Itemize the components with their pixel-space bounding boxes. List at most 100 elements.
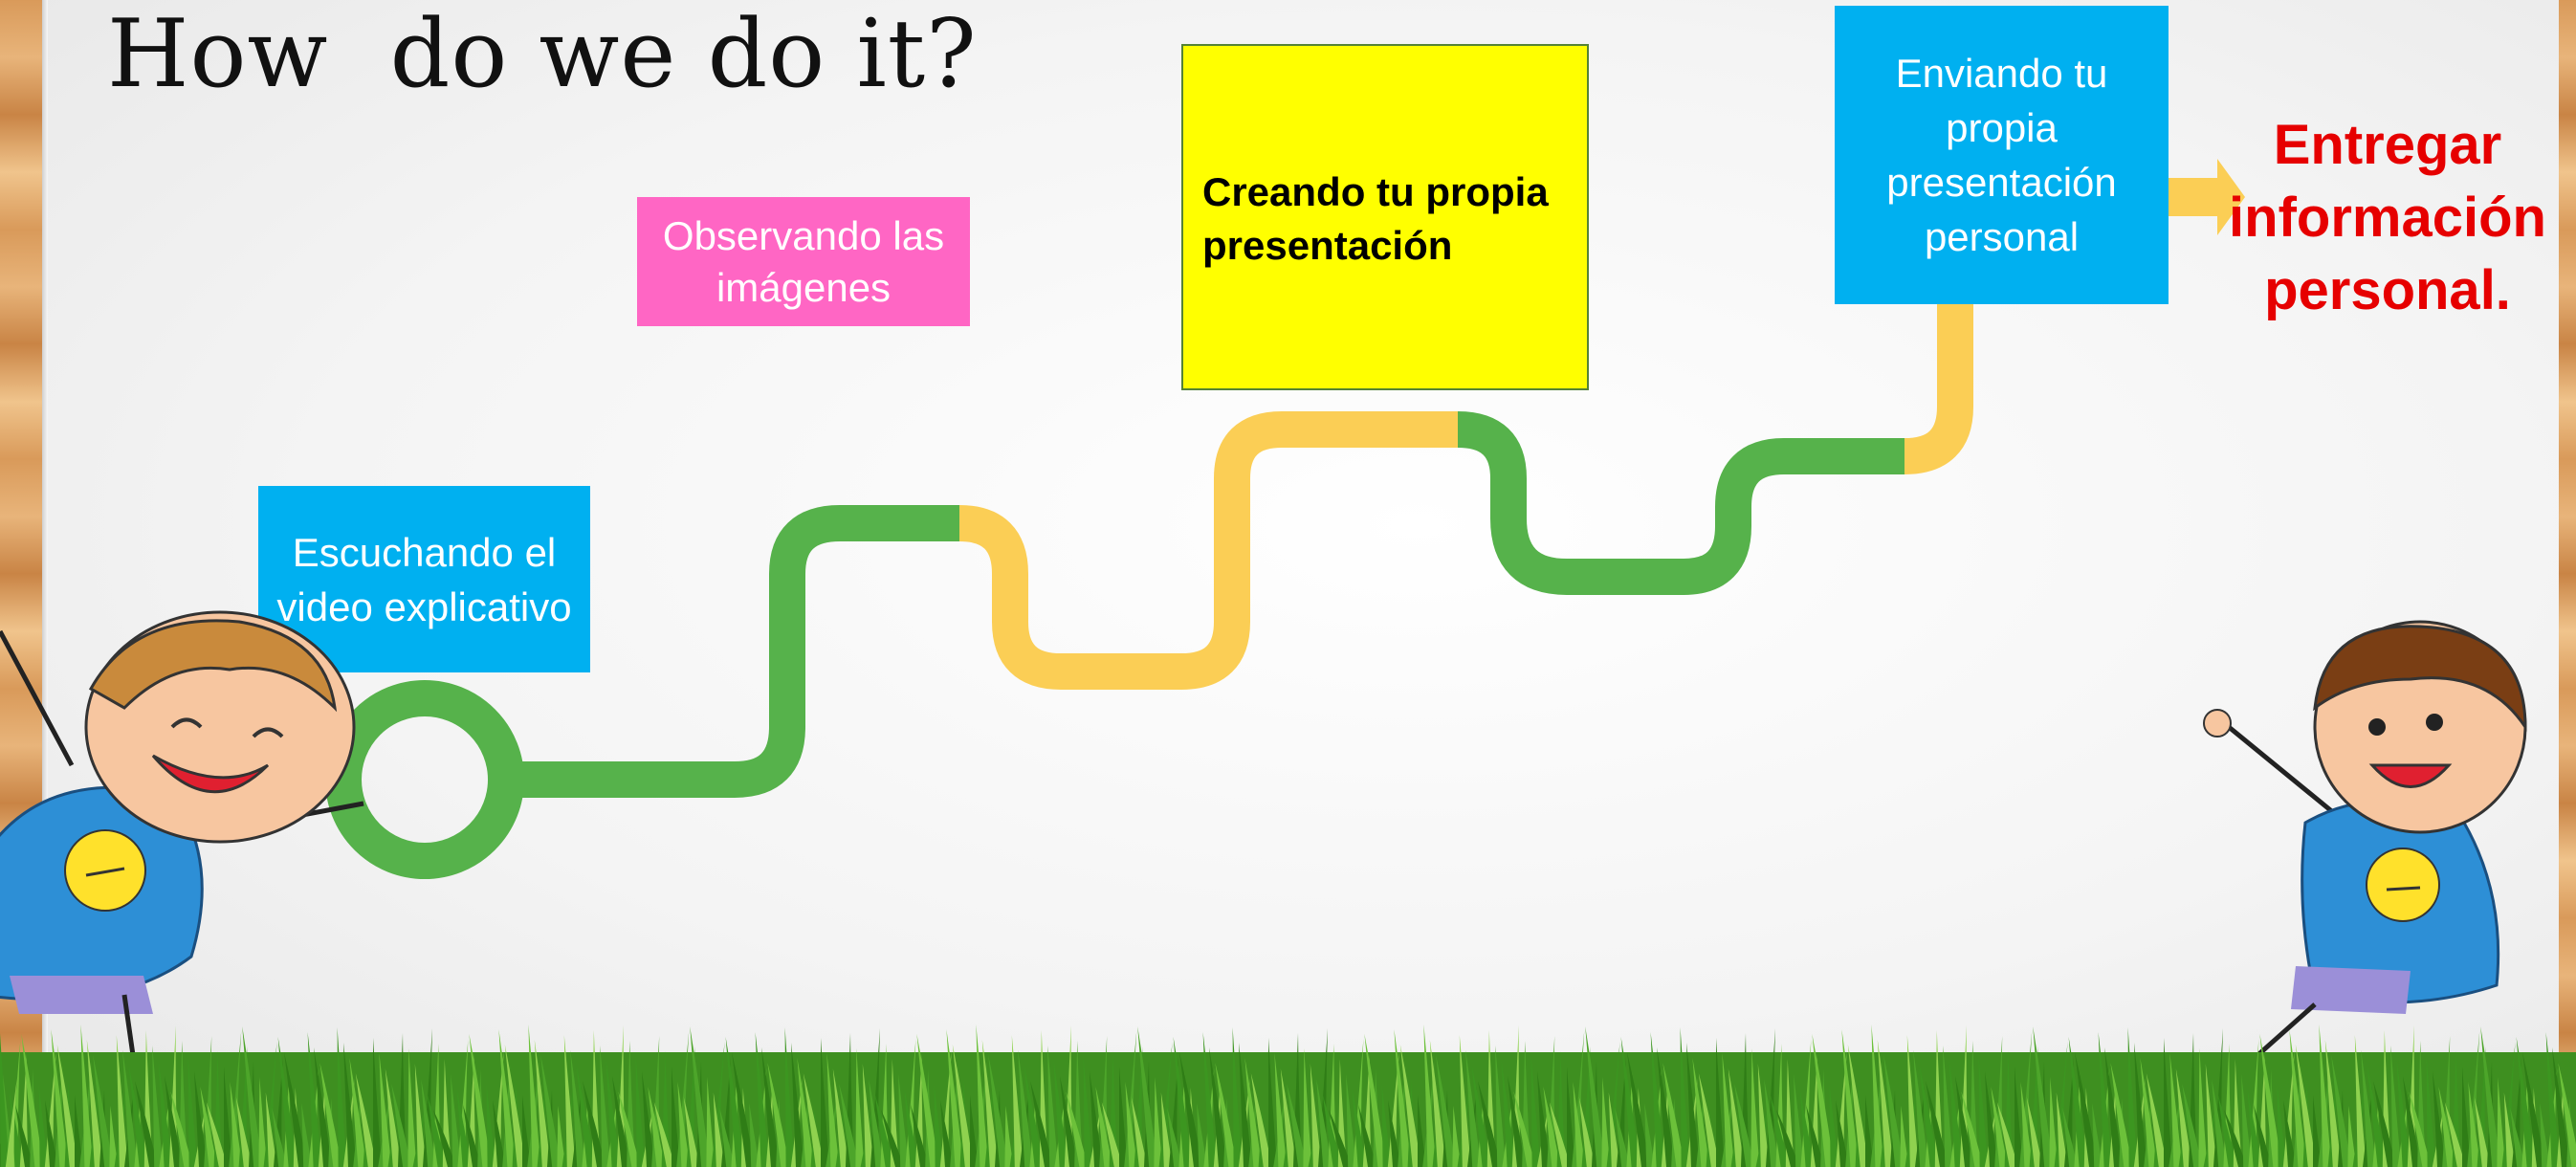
grass-blade [1232, 1027, 1243, 1167]
grass-blade [2146, 1073, 2168, 1167]
grass-blade [385, 1068, 402, 1167]
grass-blade [1537, 1071, 1551, 1167]
grass-blade [456, 1090, 472, 1167]
grass-blade [1996, 1102, 2018, 1167]
grass-blade [911, 1105, 929, 1167]
grass-blade [2282, 1049, 2295, 1167]
grass-blade [230, 1082, 243, 1167]
grass-blade [165, 1076, 183, 1167]
grass-blade [1919, 1066, 1939, 1167]
grass-blade [2444, 1102, 2466, 1167]
grass-blade [803, 1073, 825, 1167]
grass-blade [713, 1092, 725, 1167]
grass-blade [1202, 1032, 1218, 1167]
grass-blade [2020, 1082, 2034, 1167]
grass-blade [791, 1043, 804, 1167]
grass-blade [1906, 1035, 1919, 1167]
grass-blade [2049, 1077, 2059, 1167]
grass-blade [2110, 1063, 2133, 1167]
grass-blade [2062, 1108, 2079, 1167]
grass-blade [2254, 1105, 2272, 1167]
grass-blade [583, 1081, 605, 1167]
grass-blade [2164, 1038, 2172, 1167]
grass-blade [337, 1027, 347, 1167]
grass-blade [563, 1035, 576, 1167]
grass-blade [653, 1102, 675, 1167]
grass-blade [1131, 1097, 1148, 1167]
grass-blade [952, 1045, 974, 1167]
grass-blade [21, 1034, 44, 1167]
grass-blade [1060, 1076, 1078, 1167]
grass-blade [1680, 1027, 1690, 1167]
grass-blade [407, 1048, 417, 1167]
grass-blade [1508, 1076, 1526, 1167]
grass-blade [1573, 1082, 1586, 1167]
grass-blade [1160, 1092, 1173, 1167]
grass-blade [1567, 1067, 1575, 1167]
grass-blade [2409, 1091, 2432, 1167]
grass-blade [618, 1091, 641, 1167]
grass-blade [1011, 1035, 1024, 1167]
grass-blade [44, 1049, 56, 1167]
grass-blade [427, 1094, 447, 1167]
grass-blade [2056, 1092, 2068, 1167]
grass-blade [719, 1108, 736, 1167]
grass-blade [2403, 1076, 2421, 1167]
grass-blade [1280, 1068, 1297, 1167]
wood-border-right [2559, 0, 2576, 1167]
grass-blade [2019, 1031, 2033, 1167]
grass-blade [1883, 1055, 1904, 1167]
grass-blade [277, 1037, 297, 1167]
road-segment-green-1 [506, 505, 959, 798]
grass-blade [1812, 1034, 1835, 1167]
grass-blade [1926, 1081, 1949, 1167]
grass-blade [1686, 1043, 1700, 1167]
grass-blade [683, 1097, 700, 1167]
grass-blade [2075, 1052, 2098, 1167]
grass-blade [2390, 1046, 2402, 1167]
grass-blade [2503, 1092, 2516, 1167]
grass-blade [5, 1078, 17, 1167]
grass-blade [206, 1102, 228, 1167]
grass-blade [1024, 1066, 1044, 1167]
grass-blade [1495, 1046, 1507, 1167]
grass-blade [2552, 1047, 2570, 1167]
grass-blade [934, 1085, 944, 1167]
grass-blade [749, 1103, 760, 1167]
grass-blade [676, 1031, 690, 1167]
grass-blade [187, 1056, 198, 1167]
boy-right-illustration [2203, 620, 2527, 1110]
grass-blade [1179, 1052, 1202, 1167]
grass-blade [2054, 1042, 2068, 1167]
grass-blade [1030, 1081, 1053, 1167]
grass-blade [1865, 1095, 1874, 1167]
grass-blade [1900, 1106, 1909, 1167]
grass-blade [1955, 1076, 1973, 1167]
grass-blade [1530, 1056, 1541, 1167]
grass-blade [1053, 1061, 1068, 1167]
grass-blade [874, 1094, 894, 1167]
grass-blade [2182, 1084, 2203, 1167]
grass-blade [1836, 1100, 1849, 1167]
grass-blade [2241, 1074, 2253, 1167]
grass-blade [2140, 1058, 2158, 1167]
grass-blade [2540, 1103, 2551, 1167]
grass-blade [1004, 1106, 1014, 1167]
grass-blade [235, 1097, 253, 1167]
grass-blade [939, 1049, 952, 1167]
step-label-enviando: Enviando tu propia presentación personal [1886, 51, 2117, 259]
grass-blade [2367, 1066, 2387, 1167]
grass-blade [2217, 1094, 2237, 1167]
grass-blade [1949, 1061, 1964, 1167]
grass-blade [1459, 1035, 1471, 1167]
grass-blade [1239, 1043, 1252, 1167]
road-segment-green-2 [1457, 411, 1904, 595]
grass-blade [2259, 1034, 2282, 1167]
grass-blade [343, 1043, 357, 1167]
grass-blade [152, 1046, 164, 1167]
grass-blade [1101, 1102, 1123, 1167]
grass-blade [1657, 1047, 1675, 1167]
grass-blade [15, 1105, 33, 1167]
grass-blade [981, 1040, 999, 1167]
